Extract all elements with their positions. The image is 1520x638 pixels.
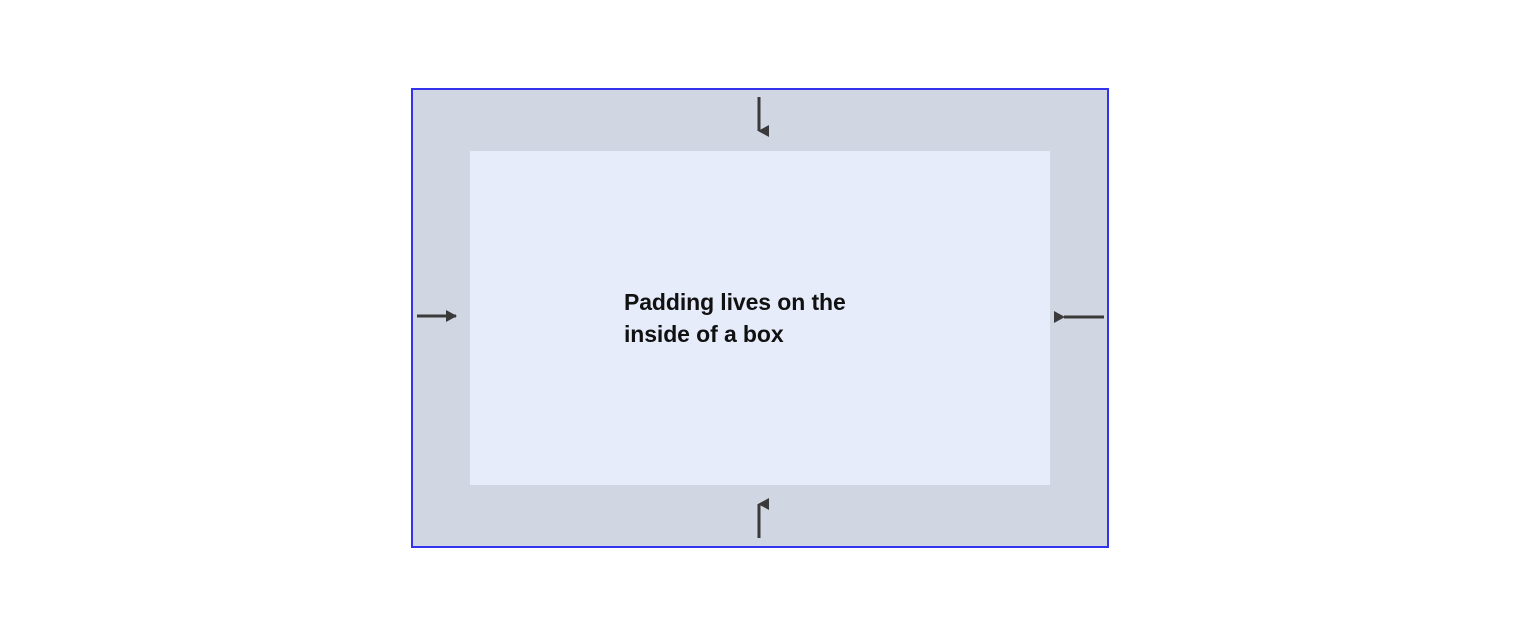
content-label: Padding lives on the inside of a box: [624, 289, 846, 347]
content-region: Padding lives on the inside of a box: [470, 151, 1050, 485]
